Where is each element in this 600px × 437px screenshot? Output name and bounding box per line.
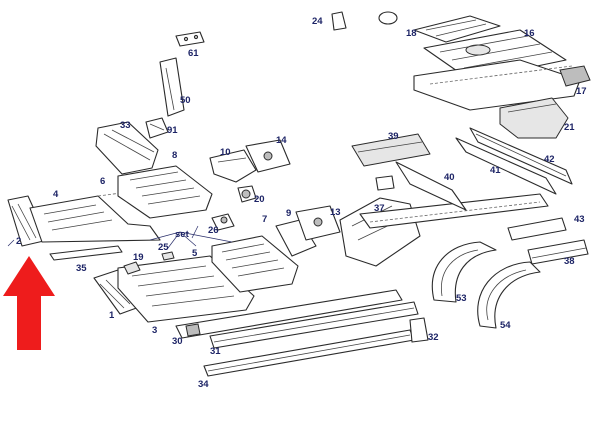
part-61-plate — [175, 31, 205, 47]
part-7-floor-pan — [211, 235, 299, 293]
callout-13: 13 — [330, 207, 341, 218]
callout-2: 2 — [16, 236, 21, 247]
part-18-panel — [413, 15, 501, 43]
part-17-panel — [413, 59, 591, 111]
spare-wheel-ring — [378, 11, 398, 25]
callout-3: 3 — [152, 325, 157, 336]
callout-34: 34 — [198, 379, 209, 390]
part-31-sill — [209, 301, 419, 349]
callout-39: 39 — [388, 131, 399, 142]
callout-26: 26 — [208, 225, 219, 236]
callout-32: 32 — [428, 332, 439, 343]
callout-8: 8 — [172, 150, 177, 161]
part-24-clip — [331, 11, 347, 31]
part-53-wheel-arch — [431, 241, 497, 303]
callout-set: set — [175, 229, 190, 240]
part-13-bracket — [295, 205, 341, 241]
callout-42: 42 — [544, 154, 555, 165]
callout-16: 16 — [524, 28, 535, 39]
callout-7: 7 — [262, 214, 267, 225]
callout-14: 14 — [276, 135, 287, 146]
callout-33: 33 — [120, 120, 131, 131]
callout-91: 91 — [167, 125, 178, 136]
callout-25: 25 — [158, 242, 169, 253]
leader-lines — [7, 225, 233, 249]
callout-9: 9 — [286, 208, 291, 219]
callout-18: 18 — [406, 28, 417, 39]
callout-50: 50 — [180, 95, 191, 106]
part-54-wheel-arch — [477, 261, 541, 329]
callout-10: 10 — [220, 147, 231, 158]
callout-54: 54 — [500, 320, 511, 331]
callout-35: 35 — [76, 263, 87, 274]
part-38-strip — [527, 239, 589, 265]
part-9-bracket — [275, 219, 317, 257]
callout-53: 53 — [456, 293, 467, 304]
part-26-mount — [211, 213, 235, 231]
part-25-clip — [161, 251, 175, 261]
part-42-rail — [469, 127, 573, 185]
callout-43: 43 — [574, 214, 585, 225]
part-35-strip — [49, 245, 123, 261]
callout-17: 17 — [576, 86, 587, 97]
part-39-rail — [351, 133, 431, 167]
callout-4: 4 — [53, 189, 59, 200]
part-3-floor-pan — [117, 255, 255, 323]
callout-38: 38 — [564, 256, 575, 267]
callout-31: 31 — [210, 346, 221, 357]
part-91-bracket — [145, 117, 169, 139]
part-8-floor-pan — [117, 165, 213, 219]
part-32-bracket — [409, 317, 429, 343]
part-16-trunk-floor — [423, 29, 567, 81]
callout-6: 6 — [100, 176, 105, 187]
part-20-bump-stop — [237, 185, 257, 203]
callout-1: 1 — [109, 310, 115, 321]
callout-61: 61 — [188, 48, 199, 59]
callout-30: 30 — [172, 336, 183, 347]
part-33-tunnel — [95, 121, 159, 175]
callout-labels: 61 50 91 33 10 14 8 6 4 20 26 set 2 5 25… — [16, 16, 587, 390]
part-14-bracket — [245, 139, 291, 173]
part-43-strip — [507, 217, 567, 241]
callout-24: 24 — [312, 16, 323, 27]
frame-rail — [359, 193, 549, 229]
part-19-bracket — [123, 261, 141, 275]
part-10-bracket — [209, 149, 257, 183]
callout-20: 20 — [254, 194, 265, 205]
callout-21: 21 — [564, 122, 575, 133]
callout-40: 40 — [444, 172, 455, 183]
part-21-wheel-well — [499, 97, 569, 139]
callout-41: 41 — [490, 165, 501, 176]
part-50-pillar — [159, 57, 185, 117]
callout-37: 37 — [374, 203, 385, 214]
callout-5: 5 — [192, 248, 198, 259]
part-40-rail — [395, 161, 467, 211]
part-30-sill — [175, 289, 403, 339]
part-small-block — [375, 175, 395, 191]
part-41-rail — [455, 137, 557, 195]
callout-19: 19 — [133, 252, 144, 263]
red-up-arrow-icon — [3, 256, 55, 350]
